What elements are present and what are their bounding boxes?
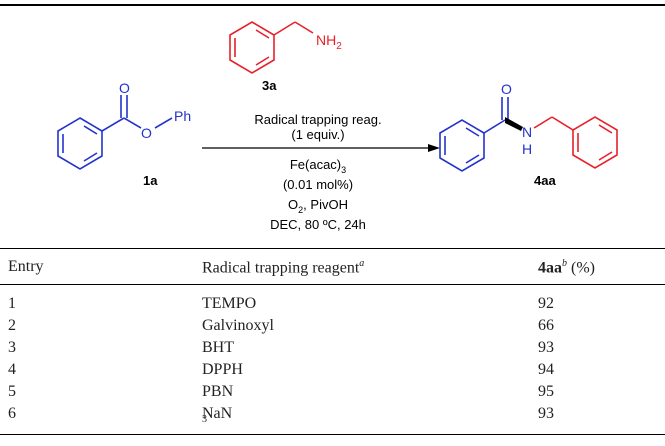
table-row: 5 PBN 95 (0, 383, 665, 405)
conditions-catalyst: Fe(acac)3 (290, 157, 346, 175)
conditions-loading: (0.01 mol%) (283, 177, 353, 192)
table-row: 2 Galvinoxyl 66 (0, 317, 665, 339)
table-row: 4 DPPH 94 (0, 361, 665, 383)
conditions-solvent-temperature: DEC, 80 ºC, 24h (270, 217, 366, 232)
conditions-equiv-line: (1 equiv.) (291, 127, 344, 142)
entry-cell: 5 (8, 383, 16, 400)
product-nitrogen-hydrogen: H (522, 141, 532, 157)
reaction-scheme: NH2 3a O O Ph 1a Radical trapping reag. … (57, 21, 618, 232)
substrate-ester-oxygen: O (141, 125, 152, 141)
yield-cell: 95 (538, 383, 554, 400)
table-top-rule (0, 248, 665, 249)
yield-cell: 94 (538, 361, 554, 378)
reagent-cell: TEMPO (202, 295, 257, 312)
reagent-cell: Galvinoxyl (202, 317, 274, 334)
top-rule (0, 4, 665, 6)
conditions-reagent-line: Radical trapping reag. (254, 112, 381, 127)
product-nitrogen: N (522, 124, 532, 140)
yield-cell: 93 (538, 405, 554, 422)
substrate-phenyl-group: Ph (174, 108, 191, 124)
substrate-label: 1a (143, 173, 158, 188)
reagent-cell: BHT (202, 339, 234, 356)
table-row: 1 TEMPO 92 (0, 295, 665, 317)
reagent-cell: DPPH (202, 361, 243, 378)
substrate-carbonyl-oxygen: O (119, 80, 130, 96)
reaction-arrow-head (428, 144, 440, 152)
header-entry: Entry (8, 258, 44, 275)
phenyl-benzoate-structure (57, 95, 173, 170)
header-yield: 4aab (%) (538, 258, 595, 277)
table-row: 3 BHT 93 (0, 339, 665, 361)
entry-cell: 2 (8, 317, 16, 334)
yield-cell: 92 (538, 295, 554, 312)
entry-cell: 3 (8, 339, 16, 356)
product-oxygen: O (501, 81, 512, 97)
entry-cell: 1 (8, 295, 16, 312)
reagent-amine-group: NH2 (316, 32, 342, 52)
product-benzyl-fragment (533, 116, 618, 169)
header-rule (0, 284, 665, 285)
conditions-oxidant: O2, PivOH (288, 197, 348, 215)
entry-cell: 4 (8, 361, 16, 378)
reagent-cell: PBN (202, 383, 234, 400)
benzamide-structure (439, 97, 509, 172)
benzylamine-structure (229, 21, 314, 74)
entry-cell: 6 (8, 405, 16, 422)
reagent-label: 3a (262, 78, 277, 93)
yield-cell: 93 (538, 339, 554, 356)
amide-bond-wedge (505, 117, 523, 131)
header-reagent: Radical trapping reagenta (202, 258, 365, 277)
table-bottom-rule (0, 434, 665, 435)
yield-cell: 66 (538, 317, 554, 334)
product-label: 4aa (534, 173, 556, 188)
